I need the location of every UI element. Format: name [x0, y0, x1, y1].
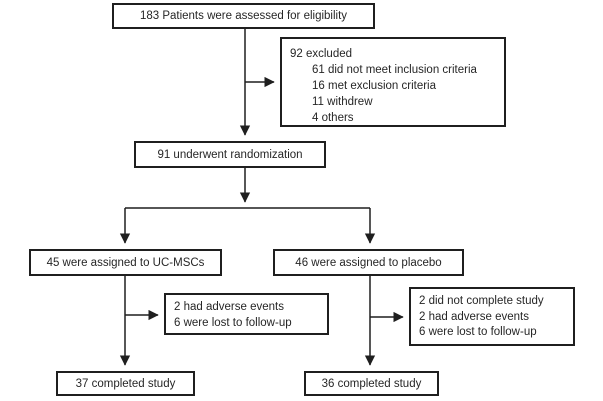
excluded-title: 92 excluded — [290, 48, 353, 60]
excluded-item: 4 others — [312, 112, 354, 124]
randomization-box: 91 underwent randomization — [134, 141, 326, 168]
assigned-ucmscs-box: 45 were assigned to UC-MSCs — [29, 249, 222, 276]
completed-placebo-box: 36 completed study — [304, 371, 439, 396]
eligibility-box: 183 Patients were assessed for eligibili… — [112, 3, 375, 29]
assigned-placebo-text: 46 were assigned to placebo — [295, 256, 442, 269]
excluded-item: 11 withdrew — [312, 96, 373, 108]
ucmscs-dropout-item: 6 were lost to follow-up — [174, 316, 292, 329]
eligibility-text: 183 Patients were assessed for eligibili… — [139, 10, 348, 22]
randomization-text: 91 underwent randomization — [157, 148, 303, 161]
placebo-dropout-item: 6 were lost to follow-up — [419, 326, 537, 338]
ucmscs-dropout-item: 2 had adverse events — [174, 301, 284, 313]
excluded-item: 61 did not meet inclusion criteria — [312, 64, 477, 76]
assigned-placebo-box: 46 were assigned to placebo — [273, 249, 464, 276]
completed-ucmscs-text: 37 completed study — [75, 377, 176, 390]
placebo-dropout-item: 2 had adverse events — [419, 310, 529, 323]
placebo-dropouts-box: 2 did not complete study 2 had adverse e… — [409, 287, 575, 346]
completed-placebo-text: 36 completed study — [321, 377, 422, 390]
ucmscs-dropouts-box: 2 had adverse events 6 were lost to foll… — [164, 293, 329, 335]
excluded-item: 16 met exclusion criteria — [312, 80, 436, 92]
assigned-ucmscs-text: 45 were assigned to UC-MSCs — [46, 256, 205, 269]
completed-ucmscs-box: 37 completed study — [56, 371, 195, 396]
placebo-dropout-item: 2 did not complete study — [419, 295, 544, 307]
excluded-box: 92 excluded 61 did not meet inclusion cr… — [280, 37, 506, 127]
